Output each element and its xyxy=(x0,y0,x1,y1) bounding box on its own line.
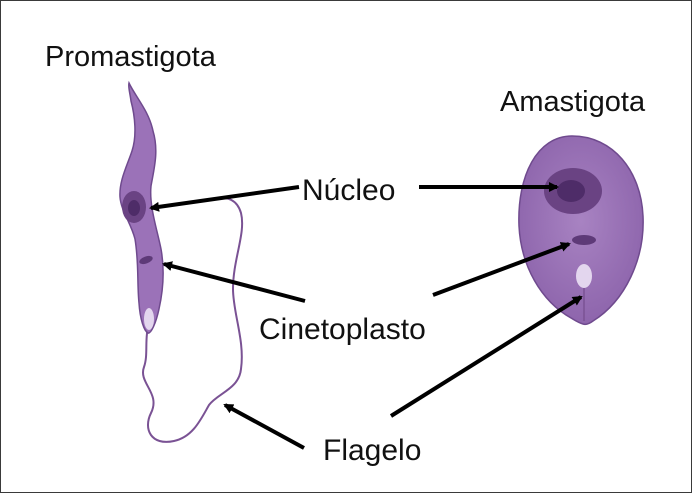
label-amastigota: Amastigota xyxy=(500,86,646,118)
label-promastigota: Promastigota xyxy=(45,41,217,73)
amastigote-kinetoplast xyxy=(572,235,596,245)
label-flagelo: Flagelo xyxy=(323,434,421,467)
arrow-nucleo-promastigote xyxy=(151,187,299,208)
label-nucleo: Núcleo xyxy=(302,174,395,207)
amastigote-cell xyxy=(519,136,643,324)
arrow-flagelo-promastigote xyxy=(225,405,304,448)
promastigote-cell xyxy=(120,83,242,442)
promastigote-nucleus-core xyxy=(128,200,140,216)
label-cinetoplasto: Cinetoplasto xyxy=(259,313,426,346)
amastigote-nucleus-core xyxy=(557,180,585,202)
promastigote-flagellar-pocket xyxy=(144,308,154,330)
amastigote-flagellar-pocket xyxy=(576,264,592,288)
amastigote-body xyxy=(519,136,643,324)
